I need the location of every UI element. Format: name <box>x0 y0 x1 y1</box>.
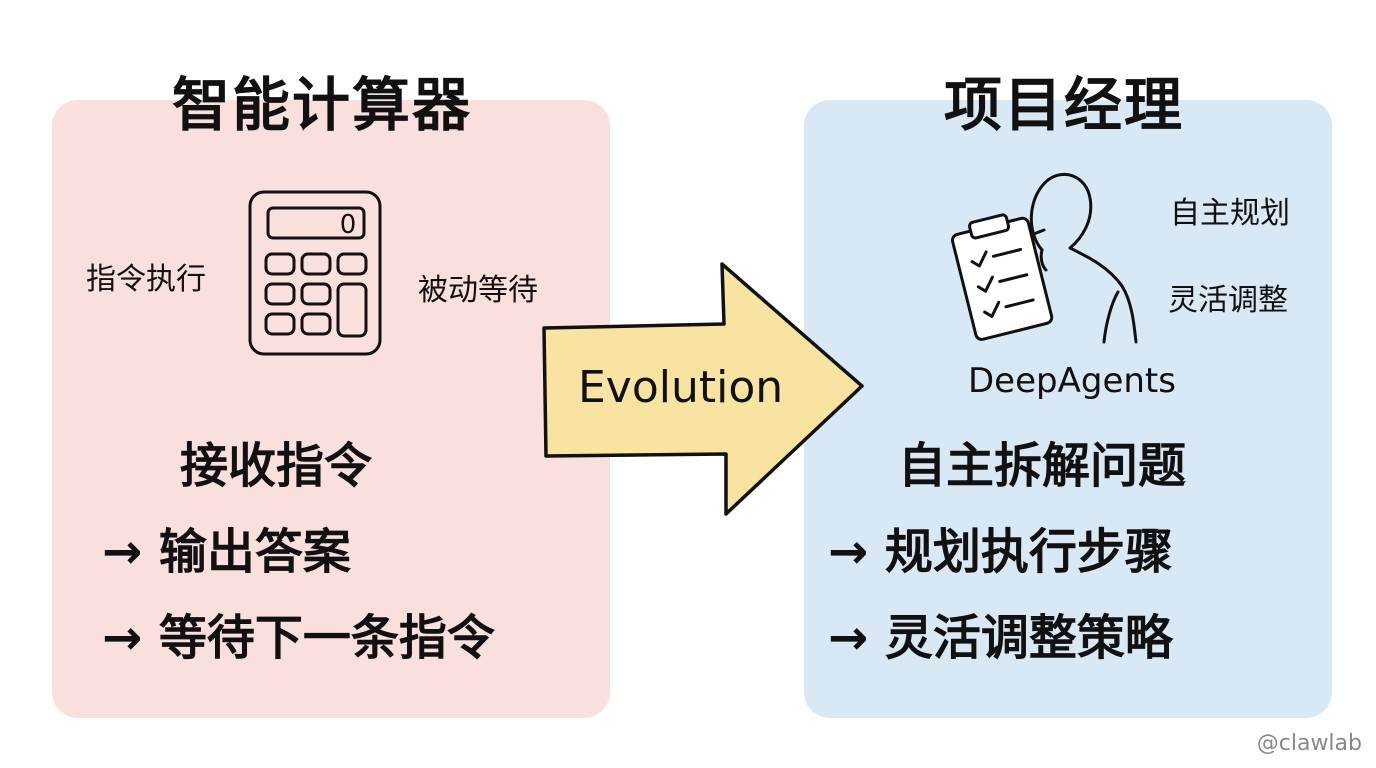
right-step-3: → 灵活调整策略 <box>828 610 1173 666</box>
calculator-panel-title: 智能计算器 <box>172 71 473 139</box>
right-step-1: 自主拆解问题 <box>898 438 1187 494</box>
clipboard-checklist-icon <box>950 213 1054 341</box>
label-autonomous-planning: 自主规划 <box>1170 196 1290 231</box>
right-step-2: → 规划执行步骤 <box>828 524 1173 580</box>
calculator-icon: 0 <box>248 190 382 356</box>
person-silhouette-icon <box>950 172 1138 344</box>
project-manager-panel-title: 项目经理 <box>944 71 1185 139</box>
calculator-display-value: 0 <box>340 210 357 240</box>
label-instruction-execution: 指令执行 <box>86 262 206 297</box>
left-step-2: → 输出答案 <box>102 524 351 580</box>
label-passive-waiting: 被动等待 <box>418 273 538 308</box>
watermark: @clawlab <box>1256 731 1362 756</box>
left-step-3: → 等待下一条指令 <box>102 610 495 666</box>
right-arrow-icon <box>542 262 864 516</box>
evolution-label: Evolution <box>578 362 784 413</box>
deepagents-caption: DeepAgents <box>968 361 1176 401</box>
calculator-body <box>248 190 382 356</box>
calculator-display <box>266 206 366 240</box>
left-step-1: 接收指令 <box>180 438 373 494</box>
calculator-panel <box>52 100 610 718</box>
project-manager-panel <box>804 100 1332 718</box>
label-flexible-adjustment: 灵活调整 <box>1168 283 1288 318</box>
